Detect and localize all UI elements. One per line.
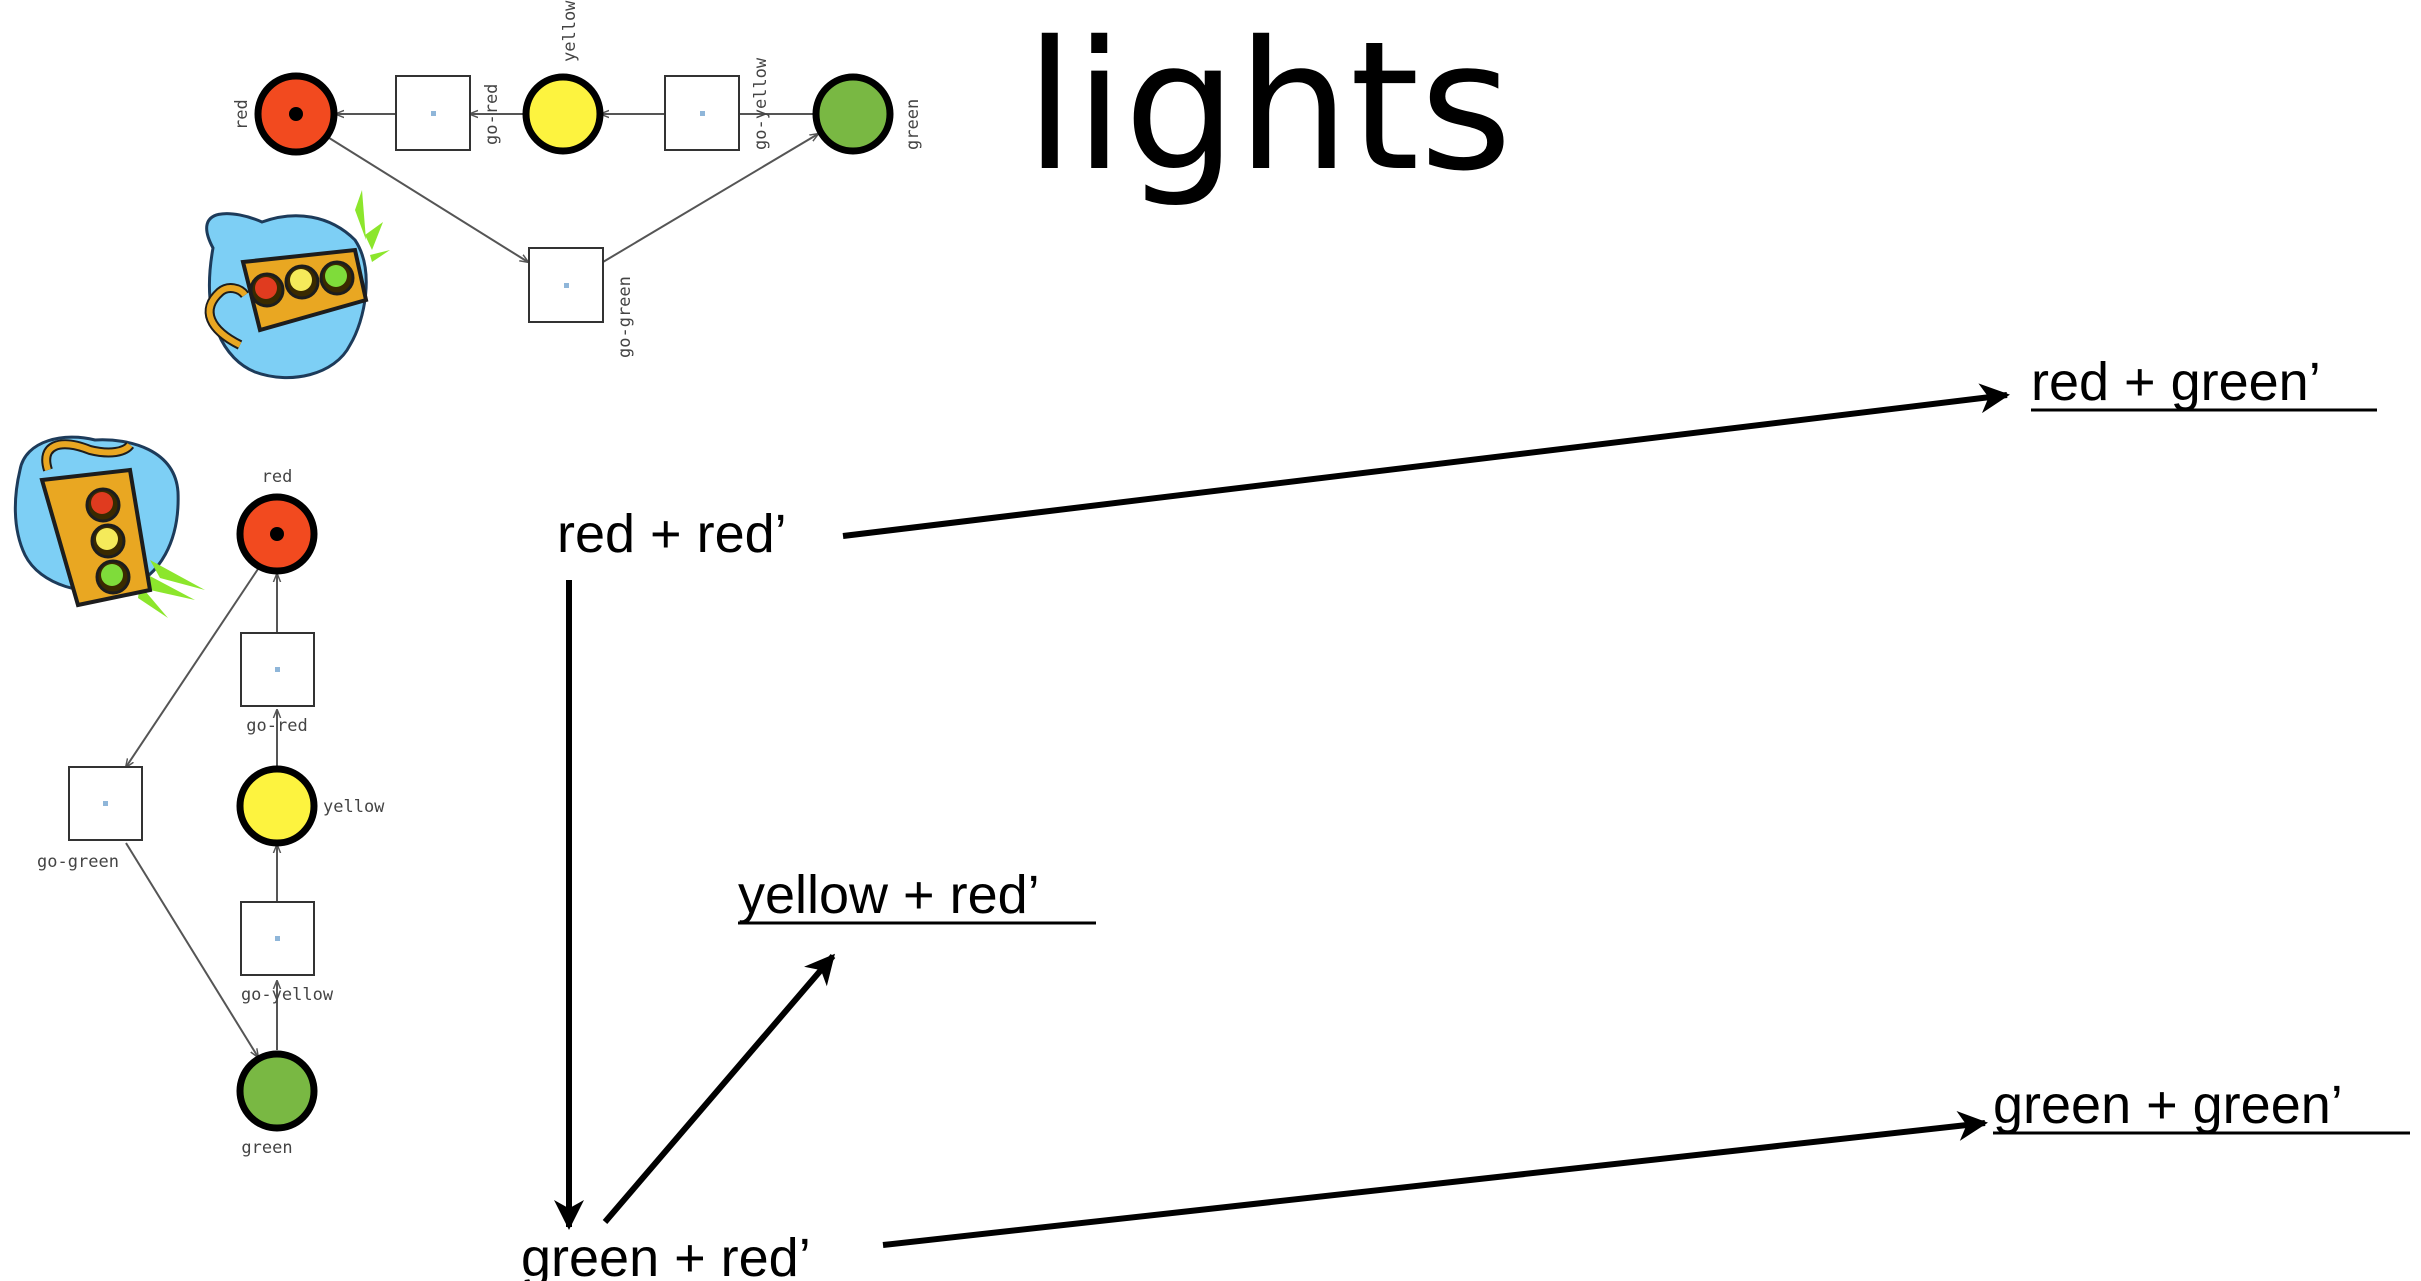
transition-dot [564, 283, 569, 288]
place-green [812, 73, 894, 155]
arc-red-to-go-green [325, 135, 528, 262]
transition-label-go-green: go-green [615, 276, 635, 358]
transition-label-go-yellow: go-yellow [241, 985, 334, 1005]
place-yellow [522, 73, 604, 155]
transition-label-go-yellow: go-yellow [751, 57, 771, 150]
place-label-yellow: yellow [560, 0, 580, 62]
transition-label-go-red: go-red [246, 716, 307, 736]
place-green [236, 1050, 318, 1132]
transition-dot [700, 111, 705, 116]
state-green-red: green + red’ [521, 1228, 811, 1281]
arrow-green-red-to-green-green [882, 1111, 1988, 1248]
place-yellow [236, 765, 318, 847]
arc-go-green-to-green [602, 134, 818, 263]
arc-go-green-to-green [125, 842, 258, 1057]
place-label-green: green [903, 99, 923, 150]
state-red-green: red + green’ [2031, 352, 2321, 412]
state-green-green: green + green’ [1993, 1075, 2343, 1135]
traffic-light-clipart-icon [13, 435, 205, 618]
petri-net-top: red yellow green go-red go-yellow go-gre… [232, 0, 923, 358]
place-label-red: red [262, 467, 293, 487]
place-label-yellow: yellow [323, 797, 385, 817]
transition-dot [103, 801, 108, 806]
state-space-graph [554, 383, 2010, 1248]
place-label-red: red [232, 99, 252, 130]
transition-dot [275, 667, 280, 672]
page-title: lights [1025, 3, 1512, 210]
transition-label-go-red: go-red [482, 84, 502, 145]
place-label-green: green [241, 1138, 292, 1158]
arrow-green-red-to-yellow-red [602, 953, 836, 1224]
arrow-red-red-to-red-green [842, 383, 2010, 539]
state-red-red: red + red’ [557, 504, 787, 564]
arc-red-to-go-green [126, 565, 261, 767]
petri-net-left: red yellow green go-red go-yellow go-gre… [37, 467, 385, 1158]
state-yellow-red: yellow + red’ [738, 865, 1040, 925]
traffic-light-clipart-icon [204, 190, 390, 380]
token-icon [270, 527, 284, 541]
transition-dot [431, 111, 436, 116]
transition-label-go-green: go-green [37, 852, 119, 872]
token-icon [289, 107, 303, 121]
transition-dot [275, 936, 280, 941]
